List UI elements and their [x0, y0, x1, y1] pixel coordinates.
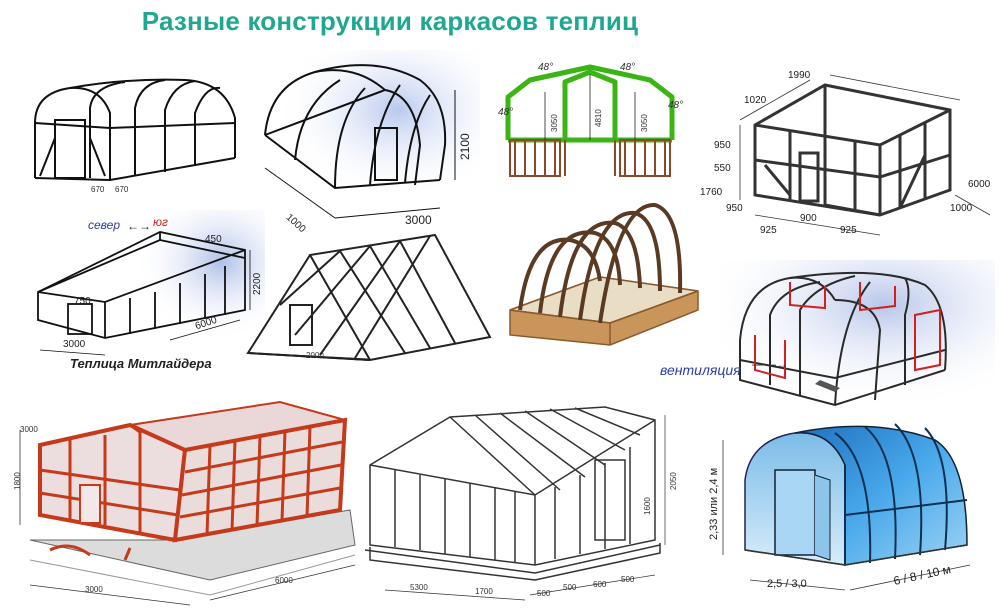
gambrel-angle-4: 48° — [668, 100, 684, 111]
arched-greenhouse-frame: 670 670 — [15, 68, 245, 203]
ventilated-frame-drawing — [720, 260, 995, 410]
frame-dim-1760: 1760 — [700, 187, 723, 198]
red-block-greenhouse: 3000 1800 3000 6000 — [10, 390, 360, 609]
frame-dim-550: 550 — [714, 163, 731, 174]
frame-dim-6000: 6000 — [968, 179, 991, 190]
gable-frame-greenhouse: 1990 1020 950 550 1760 950 6000 1000 900… — [700, 65, 995, 250]
red-dim-3: 3000 — [85, 585, 103, 594]
frame-dim-925a: 925 — [760, 225, 777, 236]
sketch-dim-1700: 1700 — [475, 587, 493, 596]
red-dim-4: 6000 — [275, 576, 293, 585]
ventilated-arch-frame: вентиляция ——→ — [660, 260, 995, 410]
sketch-dim-2050: 2050 — [669, 472, 678, 490]
frame-dim-950a: 950 — [714, 140, 731, 151]
a-frame-drawing — [246, 233, 492, 362]
poly-height-label: 2,33 или 2,4 м — [708, 467, 720, 540]
mitlider-drawing — [37, 210, 265, 356]
gambrel-drawing — [505, 64, 675, 177]
gambrel-h-3: 3050 — [640, 114, 649, 132]
red-block-drawing — [19, 400, 356, 606]
gambrel-greenhouse: 48° 48° 48° 48° 3050 4810 3050 — [490, 52, 690, 187]
south-label: юг — [153, 215, 168, 229]
tunnel-dim-length: 3000 — [405, 213, 432, 227]
gambrel-angle-1: 48° — [498, 107, 514, 118]
arched-frame-drawing — [34, 78, 236, 182]
red-dim-1: 3000 — [20, 425, 38, 434]
arch1-dim-2: 670 — [115, 185, 129, 194]
frame-dim-900: 900 — [800, 213, 817, 224]
a-frame-dim: 2000 — [306, 351, 324, 360]
frame-dim-950b: 950 — [726, 203, 743, 214]
polycarbonate-greenhouse: 2,33 или 2,4 м 2,5 / 3,0 6 / 8 / 10 м — [705, 415, 995, 609]
raised-bed-hoops — [500, 195, 705, 360]
gable-frame-drawing — [739, 74, 991, 236]
red-dim-2: 1800 — [13, 472, 22, 490]
poly-width-label: 2,5 / 3,0 — [767, 578, 807, 590]
ventilation-label: вентиляция — [660, 362, 741, 378]
sketch-dim-500b: 500 — [563, 583, 577, 592]
frame-dim-1990: 1990 — [788, 70, 811, 81]
sketch-dim-500a: 500 — [537, 589, 551, 598]
sketch-dim-600: 600 — [593, 580, 607, 589]
a-frame-greenhouse: 2000 — [240, 225, 495, 375]
glass-sketch-drawing — [364, 406, 666, 601]
page-title: Разные конструкции каркасов теплиц — [141, 6, 639, 36]
frame-dim-1020: 1020 — [744, 95, 767, 106]
arch1-dim-1: 670 — [91, 185, 105, 194]
mitlider-greenhouse: север ←→ юг 450 2200 750 3000 6000 Тепли… — [30, 210, 265, 380]
gambrel-h-1: 3050 — [550, 114, 559, 132]
sketch-dim-500c: 500 — [621, 575, 635, 584]
north-label: север — [88, 218, 121, 232]
glass-sketch-greenhouse: 5300 1700 500 500 600 500 1600 2050 — [355, 395, 695, 609]
tunnel-drawing — [264, 50, 480, 219]
polycarbonate-drawing — [722, 423, 971, 591]
mitlider-dim-3000: 3000 — [63, 339, 86, 350]
north-south-arrow: ←→ — [127, 219, 151, 233]
gambrel-angle-2: 48° — [538, 62, 554, 73]
tunnel-dim-height: 2100 — [458, 133, 472, 160]
frame-dim-1000: 1000 — [950, 203, 973, 214]
mitlider-caption: Теплица Митлайдера — [70, 356, 212, 371]
gambrel-h-2: 4810 — [594, 109, 603, 127]
raised-bed-drawing — [509, 202, 699, 346]
sketch-dim-1600: 1600 — [643, 497, 652, 515]
ventilation-arrow: ——→ — [752, 357, 788, 371]
gambrel-angle-3: 48° — [620, 62, 636, 73]
mitlider-dim-750: 750 — [74, 296, 91, 307]
frame-dim-925b: 925 — [840, 225, 857, 236]
tunnel-greenhouse: 1000 3000 2100 — [255, 50, 480, 235]
mitlider-dim-450: 450 — [205, 234, 222, 245]
sketch-dim-5300: 5300 — [410, 583, 428, 592]
